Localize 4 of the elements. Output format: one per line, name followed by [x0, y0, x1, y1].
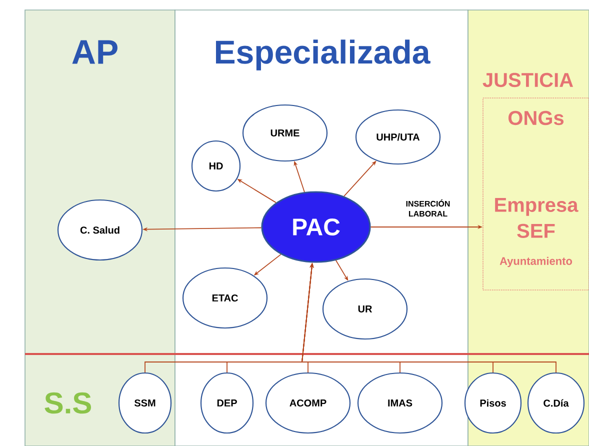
section-label: S.S: [44, 392, 92, 414]
dotted-group-box: ONGs Empresa SEF Ayuntamiento: [482, 98, 589, 290]
edge-label: INSERCIÓN LABORAL: [406, 199, 450, 217]
node-label: Pisos: [480, 399, 506, 407]
